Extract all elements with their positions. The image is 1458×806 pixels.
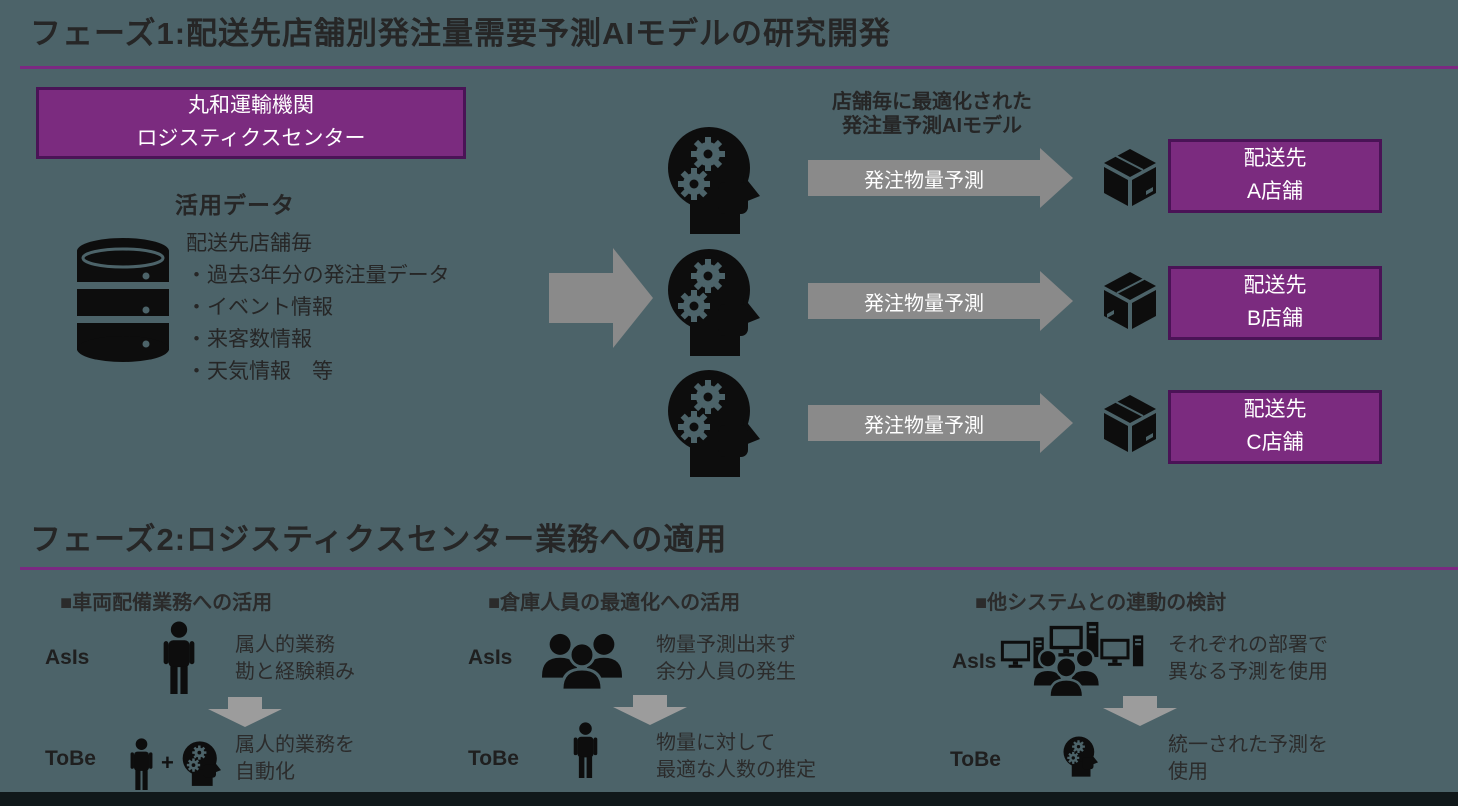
prediction-arrow: 発注物量予測 [808,271,1074,331]
tobe-label: ToBe [950,748,1001,771]
asis-text-line1: それぞれの部署で [1168,634,1328,656]
destination-line1: 配送先 [1243,274,1307,298]
ai-model-label-line1: 店舗毎に最適化された [832,91,1032,113]
arrow-head-icon [1040,271,1073,331]
asis-label: AsIs [952,650,997,673]
asis-label: AsIs [468,646,513,669]
person-icon [571,722,600,778]
data-list-line: ・天気情報 等 [186,360,333,383]
tobe-text-line2: 最適な人数の推定 [656,759,816,781]
destination-box-b: 配送先 B店舗 [1168,266,1382,340]
logistics-center-box: 丸和運輸機関 ロジスティクスセンター [36,87,466,159]
destination-line2: A店舗 [1246,180,1303,203]
phase1-divider [20,66,1458,69]
ai-head-gears-icon [664,367,760,477]
data-list-line: ・来客数情報 [186,328,312,351]
asis-text-line1: 属人的業務 [235,634,335,656]
arrow-head-icon [1040,393,1073,453]
logistics-center-line1: 丸和運輸機関 [188,94,314,118]
destination-box-a: 配送先 A店舗 [1168,139,1382,213]
column-header-vehicle: ■車両配備業務への活用 [60,592,273,614]
data-list-line: ・過去3年分の発注量データ [186,264,450,287]
asis-text: 属人的業務 勘と経験頼み [235,632,355,686]
ai-head-gears-icon [664,124,760,234]
asis-text-line1: 物量予測出来ず [656,634,796,656]
prediction-arrow-label: 発注物量予測 [808,283,1040,319]
tobe-text: 属人的業務を 自動化 [235,732,355,786]
phase2-title: フェーズ2:ロジスティクスセンター業務への適用 [30,522,728,557]
plus-sign: + [161,750,174,775]
destination-line2: B店舗 [1246,307,1303,330]
package-box-icon [1102,272,1158,330]
asis-text-line2: 勘と経験頼み [235,661,355,683]
tobe-text: 統一された予測を 使用 [1168,732,1328,786]
person-icon [128,738,155,790]
asis-text-line2: 異なる予測を使用 [1168,661,1328,683]
data-list-line: 配送先店舗毎 [186,232,312,255]
tobe-text-line1: 統一された予測を [1168,734,1328,756]
package-box-icon [1102,149,1158,207]
tobe-text-line1: 属人的業務を [235,734,355,756]
ai-head-gears-icon [181,740,221,786]
asis-text: それぞれの部署で 異なる予測を使用 [1168,632,1328,686]
computers-network-icon [1000,620,1148,698]
arrow-head-icon [1040,148,1073,208]
flow-arrow-icon [549,248,653,348]
asis-label: AsIs [45,646,90,669]
asis-text-line2: 余分人員の発生 [656,661,796,683]
bottom-edge-strip [0,792,1458,806]
ai-head-gears-icon [1062,735,1098,777]
tobe-text-line2: 使用 [1168,761,1208,783]
prediction-arrow: 発注物量予測 [808,148,1074,208]
data-list-line: ・イベント情報 [186,296,333,319]
tobe-label: ToBe [45,747,96,770]
phase1-title: フェーズ1:配送先店舗別発注量需要予測AIモデルの研究開発 [30,16,892,51]
logistics-center-line2: ロジスティクスセンター [136,127,366,150]
ai-head-gears-icon [664,246,760,356]
people-group-icon [540,632,624,691]
data-heading: 活用データ [175,192,295,218]
ai-model-label: 店舗毎に最適化された 発注量予測AIモデル [800,90,1064,138]
column-header-warehouse: ■倉庫人員の最適化への活用 [488,592,741,614]
destination-box-c: 配送先 C店舗 [1168,390,1382,464]
data-list: 配送先店舗毎 ・過去3年分の発注量データ ・イベント情報 ・来客数情報 ・天気情… [186,228,450,388]
tobe-label: ToBe [468,747,519,770]
ai-model-label-line2: 発注量予測AIモデル [842,115,1022,137]
column-header-systems: ■他システムとの連動の検討 [975,592,1227,614]
phase2-divider [20,567,1458,570]
tobe-text-line1: 物量に対して [656,732,776,754]
down-arrow-icon [613,695,687,725]
prediction-arrow-label: 発注物量予測 [808,160,1040,196]
destination-line1: 配送先 [1243,398,1307,422]
person-icon [161,621,197,694]
package-box-icon [1102,395,1158,453]
down-arrow-icon [208,697,282,727]
asis-text: 物量予測出来ず 余分人員の発生 [656,632,796,686]
destination-line1: 配送先 [1243,147,1307,171]
destination-line2: C店舗 [1246,431,1304,454]
prediction-arrow: 発注物量予測 [808,393,1074,453]
database-icon [75,237,171,363]
tobe-text: 物量に対して 最適な人数の推定 [656,730,816,784]
tobe-text-line2: 自動化 [235,761,295,783]
prediction-arrow-label: 発注物量予測 [808,405,1040,441]
down-arrow-icon [1103,696,1177,726]
